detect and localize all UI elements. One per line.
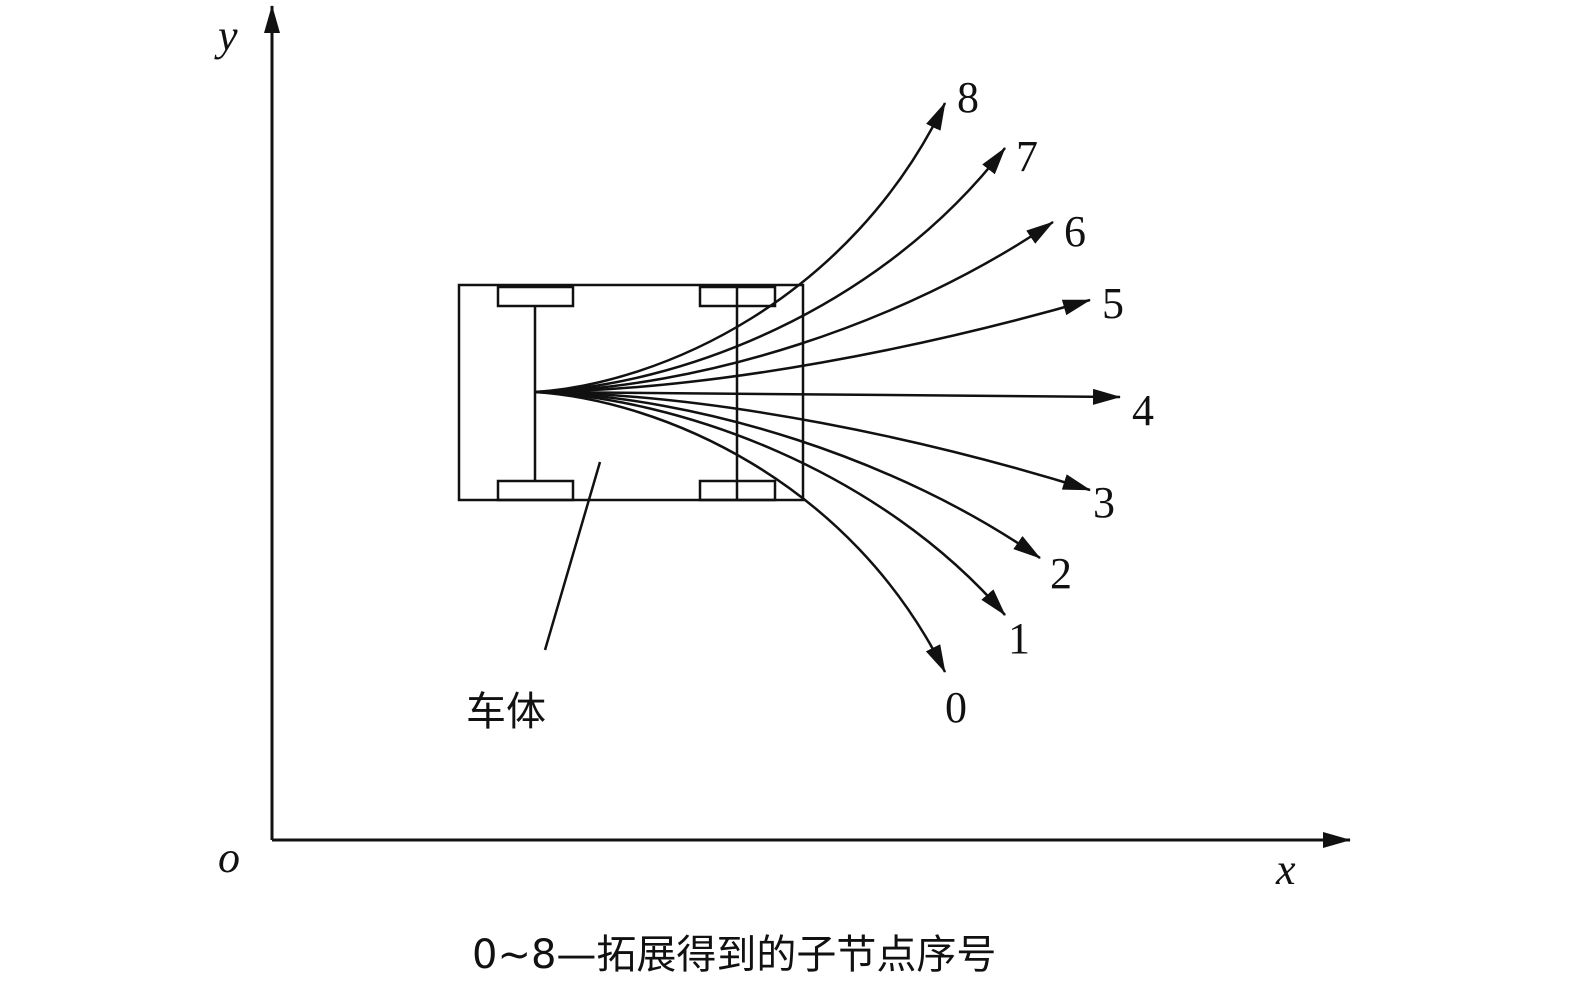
branch-curve-2: [534, 390, 1041, 560]
wheel-front-left: [698, 285, 777, 308]
branch-curve-6: [534, 220, 1054, 394]
wheel-rear-left: [496, 285, 575, 308]
wheel-front-right: [698, 479, 777, 502]
branch-curve-3: [534, 390, 1091, 492]
branch-label-4: 4: [1132, 386, 1154, 435]
branch-curve-8: [534, 102, 947, 394]
wheel-rear-right: [496, 479, 575, 502]
x-axis-label: x: [1275, 845, 1296, 894]
y-axis-label: y: [214, 11, 238, 60]
branch-label-3: 3: [1093, 478, 1115, 527]
branch-label-5: 5: [1102, 279, 1124, 328]
branch-curve-1: [534, 390, 1006, 616]
branch-label-7: 7: [1016, 132, 1038, 181]
branch-curve-0: [534, 390, 947, 673]
branch-label-0: 0: [945, 683, 967, 732]
branch-label-1: 1: [1008, 614, 1030, 663]
vehicle-label: 车体: [466, 689, 546, 735]
vehicle-body: [457, 283, 805, 502]
branch-curve-7: [534, 147, 1006, 394]
caption: 0~8—拓展得到的子节点序号: [472, 932, 996, 978]
branch-curve-4: [534, 388, 1121, 405]
origin-label: o: [218, 833, 240, 882]
branch-label-2: 2: [1050, 549, 1072, 598]
branch-curve-5: [534, 298, 1091, 394]
branch-label-8: 8: [957, 73, 979, 122]
branch-label-6: 6: [1064, 207, 1086, 256]
vehicle-leader-line: [543, 461, 602, 651]
